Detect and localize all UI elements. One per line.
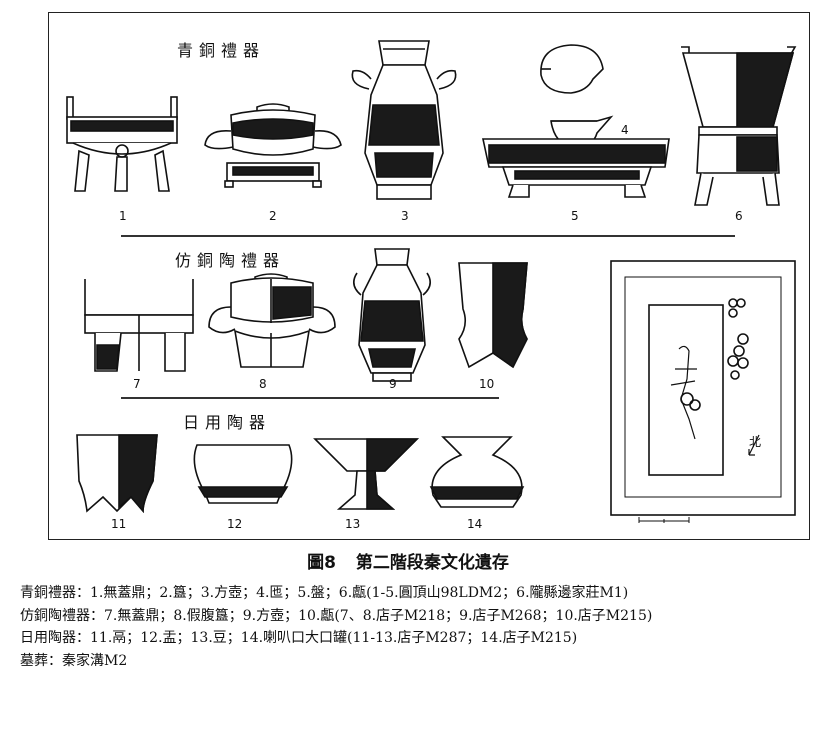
vessel-number: 9 [389, 377, 397, 391]
vessel-drawing-ceramic-ding [84, 279, 194, 372]
figure-notes: 青銅禮器：1.無蓋鼎；2.簋；3.方壺；4.匜；5.盤；6.甗(1-5.圓頂山9… [20, 582, 810, 672]
vessel-number: 4 [621, 123, 629, 137]
tomb-plan-drawing [610, 260, 796, 523]
vessel-drawing-ding [66, 96, 178, 192]
vessel-number: 14 [467, 517, 483, 531]
vessel-drawing-ceramic-yan [458, 262, 528, 369]
note-line: 墓葬：秦家溝M2 [20, 652, 128, 669]
vessel-number: 5 [571, 209, 579, 223]
vessel-drawing-ceramic-fanghu [353, 248, 431, 382]
note-line: 仿銅陶禮器：7.無蓋鼎；8.假腹簋；9.方壺；10.甗(7、8.店子M218；9… [20, 607, 653, 624]
vessel-drawing-dou [313, 438, 419, 510]
separator-line [121, 397, 499, 399]
section-title-bronze: 青銅禮器 [177, 41, 266, 60]
vessel-number: 2 [269, 209, 277, 223]
vessel-drawing-fanghu [351, 40, 457, 200]
vessel-number: 8 [259, 377, 267, 391]
vessel-number: 1 [119, 209, 127, 223]
vessel-number: 6 [735, 209, 743, 223]
figure-label: 圖8 [307, 553, 336, 573]
vessel-drawing-gui [204, 103, 342, 188]
note-line: 青銅禮器：1.無蓋鼎；2.簋；3.方壺；4.匜；5.盤；6.甗(1-5.圓頂山9… [20, 585, 629, 601]
section-title-imitation: 仿銅陶禮器 [175, 251, 286, 270]
vessel-drawing-pan [482, 138, 670, 198]
vessel-number: 10 [479, 377, 495, 391]
vessel-drawing-yan [681, 46, 797, 206]
figure-title: 第二階段秦文化遺存 [355, 553, 509, 573]
note-line: 日用陶器：11.鬲；12.盂；13.豆；14.喇叭口大口罐(11-13.店子M2… [20, 630, 578, 646]
vessel-drawing-yu [193, 444, 293, 504]
vessel-number: 13 [345, 517, 361, 531]
vessel-drawing-li [76, 434, 158, 514]
vessel-number: 12 [227, 517, 243, 531]
figure-plate: 青銅禮器 仿銅陶禮器 日用陶器 [48, 12, 810, 540]
vessel-number: 7 [133, 377, 141, 391]
vessel-number: 11 [111, 517, 127, 531]
figure-caption: 圖8 第二階段秦文化遺存 [0, 548, 816, 573]
vessel-drawing-guan [429, 436, 525, 508]
vessel-drawing-ceramic-gui [208, 273, 336, 368]
vessel-number: 3 [401, 209, 409, 223]
section-title-daily: 日用陶器 [183, 413, 272, 432]
separator-line [121, 235, 735, 237]
north-arrow-label: 北 [749, 435, 762, 449]
